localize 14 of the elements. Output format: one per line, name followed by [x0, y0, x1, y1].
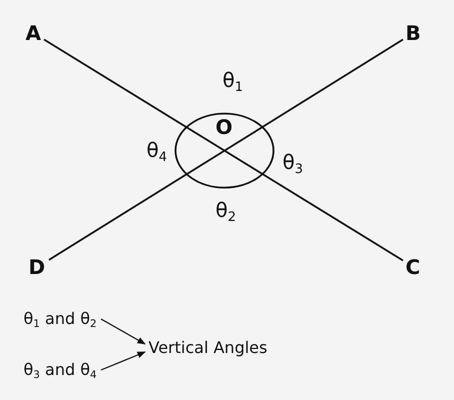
angle-label: θ$_{3}$: [282, 152, 304, 172]
point-label: B: [406, 23, 421, 43]
angle-pair-label: θ$_{1}$ and θ$_{2}$: [24, 311, 97, 327]
arrow: [100, 351, 146, 371]
angle-label: θ$_{1}$: [222, 70, 244, 90]
angle-label: θ$_{2}$: [216, 200, 236, 220]
point-label: A: [26, 23, 41, 43]
point-label: C: [406, 257, 420, 277]
result-label: Vertical Angles: [148, 340, 268, 356]
point-label: D: [28, 257, 46, 277]
arrow: [100, 318, 146, 345]
angle-pair-label: θ$_{3}$ and θ$_{4}$: [24, 362, 97, 378]
vertex-label: O: [216, 117, 233, 137]
angle-label: θ$_{4}$: [146, 140, 168, 160]
